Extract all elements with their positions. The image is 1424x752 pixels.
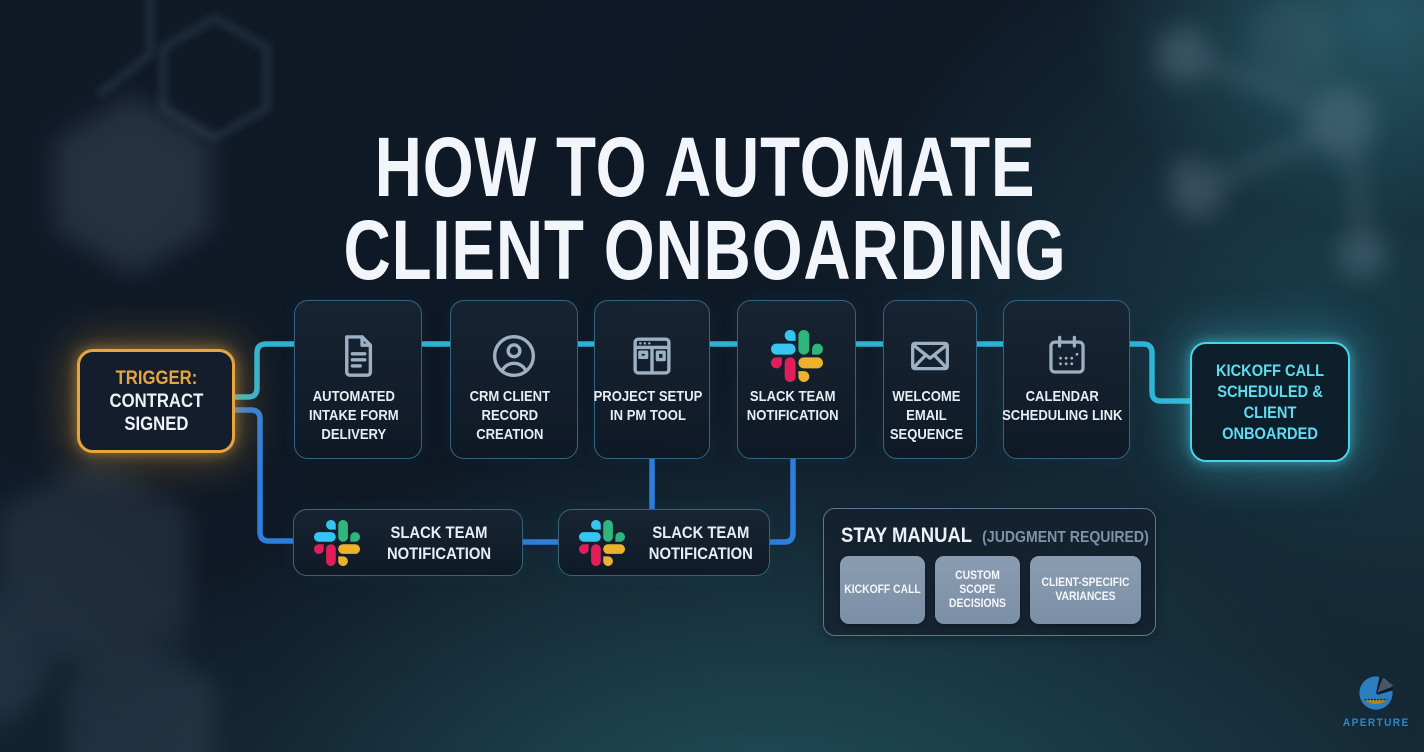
step-label: PROJECT SETUP IN PM TOOL xyxy=(593,388,703,424)
brand-name: APERTURE xyxy=(1342,717,1410,729)
slack-branch-node-1: SLACK TEAM NOTIFICATION xyxy=(293,509,523,576)
contact-icon xyxy=(487,325,541,387)
step-label: AUTOMATED INTAKE FORM DELIVERY xyxy=(308,388,399,443)
page-title: HOW TO AUTOMATE CLIENT ONBOARDING xyxy=(0,120,1410,298)
manual-chip-label: KICKOFF CALL xyxy=(844,584,921,596)
outcome-label: KICKOFF CALL SCHEDULED & CLIENT ONBOARDE… xyxy=(1215,361,1325,443)
step-label: CALENDAR SCHEDULING LINK xyxy=(1001,388,1123,424)
step-label: SLACK TEAM NOTIFICATION xyxy=(746,388,839,424)
slack-branch-label: SLACK TEAM NOTIFICATION xyxy=(386,522,492,563)
trigger-node: TRIGGER: CONTRACT SIGNED xyxy=(77,349,235,453)
slack-icon xyxy=(314,519,360,566)
step-node-intake-form: AUTOMATED INTAKE FORM DELIVERY xyxy=(294,300,422,459)
hexagon-blur-decor-bottomleft xyxy=(0,455,215,752)
step-label: WELCOME EMAIL SEQUENCE xyxy=(890,388,964,443)
outcome-node: KICKOFF CALL SCHEDULED & CLIENT ONBOARDE… xyxy=(1190,342,1350,462)
slack-icon xyxy=(579,519,625,566)
connector-trigger-to-branch1 xyxy=(235,407,293,544)
document-icon xyxy=(331,325,385,387)
page-title-line1: HOW TO AUTOMATE xyxy=(374,120,1036,215)
kanban-board-icon xyxy=(625,325,679,387)
calendar-icon xyxy=(1041,325,1093,387)
slack-icon xyxy=(770,325,823,387)
slack-branch-label: SLACK TEAM NOTIFICATION xyxy=(648,522,753,563)
stay-manual-title-text: STAY MANUAL xyxy=(841,524,973,547)
stay-manual-subtitle: (JUDGMENT REQUIRED) xyxy=(982,529,1149,546)
step-node-pm-setup: PROJECT SETUP IN PM TOOL xyxy=(594,300,710,459)
connector-step4-to-branch2 xyxy=(770,459,796,545)
slack-branch-node-2: SLACK TEAM NOTIFICATION xyxy=(558,509,770,576)
hexagon-outline-decor xyxy=(95,0,271,143)
trigger-prefix: TRIGGER: xyxy=(115,367,197,389)
page-title-line2: CLIENT ONBOARDING xyxy=(343,203,1067,298)
manual-chip-label: CUSTOM SCOPE DECISIONS xyxy=(949,570,1006,610)
trigger-label: CONTRACT SIGNED xyxy=(109,390,203,435)
step-label: CRM CLIENT RECORD CREATION xyxy=(469,388,550,443)
email-icon xyxy=(904,325,956,387)
brand-logo: APERTURE xyxy=(1342,672,1410,729)
connector-step6-to-outcome xyxy=(1130,341,1190,404)
aperture-logo-icon xyxy=(1359,676,1394,710)
manual-chip-custom-scope: CUSTOM SCOPE DECISIONS xyxy=(935,556,1020,624)
stay-manual-panel: STAY MANUAL (JUDGMENT REQUIRED) KICKOFF … xyxy=(823,508,1156,636)
manual-chip-client-variances: CLIENT-SPECIFIC VARIANCES xyxy=(1030,556,1141,624)
step-node-crm-record: CRM CLIENT RECORD CREATION xyxy=(450,300,578,459)
step-node-slack-notification: SLACK TEAM NOTIFICATION xyxy=(737,300,856,459)
step-node-welcome-email: WELCOME EMAIL SEQUENCE xyxy=(883,300,977,459)
step-node-calendar-link: CALENDAR SCHEDULING LINK xyxy=(1001,300,1130,459)
manual-chip-kickoff-call: KICKOFF CALL xyxy=(840,556,925,624)
stay-manual-title: STAY MANUAL (JUDGMENT REQUIRED) xyxy=(841,524,1149,548)
manual-chip-label: CLIENT-SPECIFIC VARIANCES xyxy=(1041,577,1130,603)
connector-trigger-to-step1 xyxy=(235,341,294,400)
